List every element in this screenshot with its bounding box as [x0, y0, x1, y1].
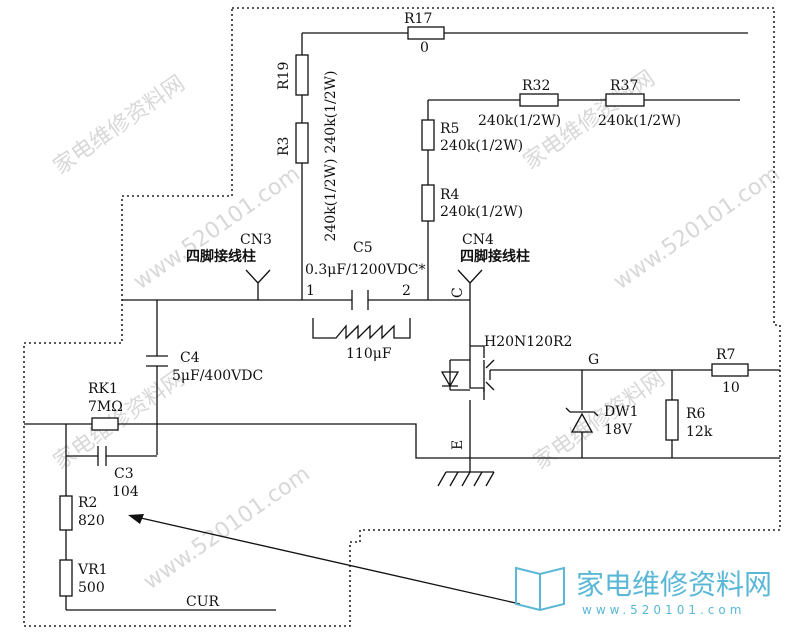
cur-label: CUR	[186, 594, 220, 610]
watermark-url: www.520101.com	[129, 161, 305, 294]
r7-value: 10	[722, 380, 740, 396]
igbt-pin-g: G	[588, 352, 599, 368]
watermark-layer: 家电维修资料网 家电维修资料网 www.520101.com www.52010…	[49, 66, 785, 595]
r5-value: 240k(1/2W)	[440, 138, 523, 154]
watermark-url: www.520101.com	[139, 461, 315, 594]
coil-value: 110μF	[346, 346, 392, 362]
cn3-desc: 四脚接线柱	[186, 248, 256, 265]
r32-value: 240k(1/2W)	[478, 113, 561, 129]
c3-ref: C3	[114, 466, 134, 482]
resistor-r32	[519, 93, 559, 107]
dw1-ref: DW1	[604, 404, 639, 420]
cn3-connector-icon	[245, 269, 271, 300]
resistor-r19	[295, 54, 309, 96]
board-outline	[23, 7, 781, 627]
resistor-r2	[59, 495, 73, 531]
zener-dw1	[565, 407, 599, 433]
c5-pin1: 1	[306, 283, 315, 299]
logo-text: 家电维修资料网	[576, 568, 772, 601]
resistor-r6	[665, 399, 679, 441]
resistor-r3	[295, 122, 309, 164]
r4-value: 240k(1/2W)	[440, 204, 523, 220]
resistor-rk1	[91, 417, 119, 431]
vr1-value: 500	[78, 580, 105, 596]
resistor-r37	[605, 93, 645, 107]
resistor-r4	[421, 184, 435, 222]
watermark-text: 家电维修资料网	[49, 366, 190, 475]
r37-value: 240k(1/2W)	[598, 113, 681, 129]
c5-ref: C5	[353, 240, 373, 256]
c5-pin2: 2	[402, 283, 411, 299]
logo-url: www.520101.com	[582, 603, 745, 617]
r2-value: 820	[78, 513, 105, 529]
pointer-arrowhead	[128, 514, 144, 524]
r4-ref: R4	[440, 187, 460, 203]
ground-icon	[437, 471, 495, 487]
resistor-vr1	[59, 559, 73, 597]
resistor-r7	[711, 363, 749, 377]
r19-ref: R19	[276, 62, 292, 90]
igbt-pin-e: E	[450, 440, 466, 450]
capacitor-c4	[146, 355, 168, 367]
watermark-text: 家电维修资料网	[49, 71, 190, 180]
c4-ref: C4	[180, 350, 200, 366]
r6-ref: R6	[686, 406, 706, 422]
igbt-ref: H20N120R2	[484, 334, 572, 350]
c5-value: 0.3μF/1200VDC*	[305, 262, 425, 278]
r6-value: 12k	[686, 424, 713, 440]
r17-value: 0	[420, 40, 429, 56]
r5-ref: R5	[440, 121, 459, 137]
r2-ref: R2	[78, 495, 97, 511]
igbt-pin-c: C	[450, 287, 466, 298]
cn4-ref: CN4	[462, 232, 494, 248]
c3-value: 104	[112, 484, 139, 500]
capacitor-c3	[97, 446, 107, 466]
wire-return-bus	[24, 423, 780, 459]
coil-110uf	[312, 318, 411, 340]
cn3-ref: CN3	[240, 232, 272, 248]
r37-ref: R37	[610, 78, 638, 94]
resistor-r5	[421, 119, 435, 151]
r17-ref: R17	[404, 11, 432, 27]
vr1-ref: VR1	[77, 562, 108, 578]
r32-ref: R32	[522, 78, 550, 94]
rk1-ref: RK1	[88, 381, 118, 397]
watermark-url: www.520101.com	[609, 161, 785, 294]
c4-value: 5μF/400VDC	[172, 368, 263, 384]
r7-ref: R7	[716, 347, 735, 363]
igbt-symbol	[440, 345, 496, 400]
cn4-connector-icon	[457, 269, 483, 300]
r19-value: 240k(1/2W)	[323, 70, 339, 153]
capacitor-c5	[351, 290, 369, 310]
logo-watermark: 家电维修资料网 www.520101.com	[515, 566, 772, 617]
cn4-desc: 四脚接线柱	[460, 248, 530, 265]
pointer-arrow	[131, 515, 521, 605]
r3-value: 240k(1/2W)	[323, 158, 339, 241]
resistor-r17	[407, 26, 445, 40]
r3-ref: R3	[276, 137, 292, 156]
dw1-value: 18V	[604, 422, 633, 438]
rk1-value: 7MΩ	[88, 399, 123, 415]
